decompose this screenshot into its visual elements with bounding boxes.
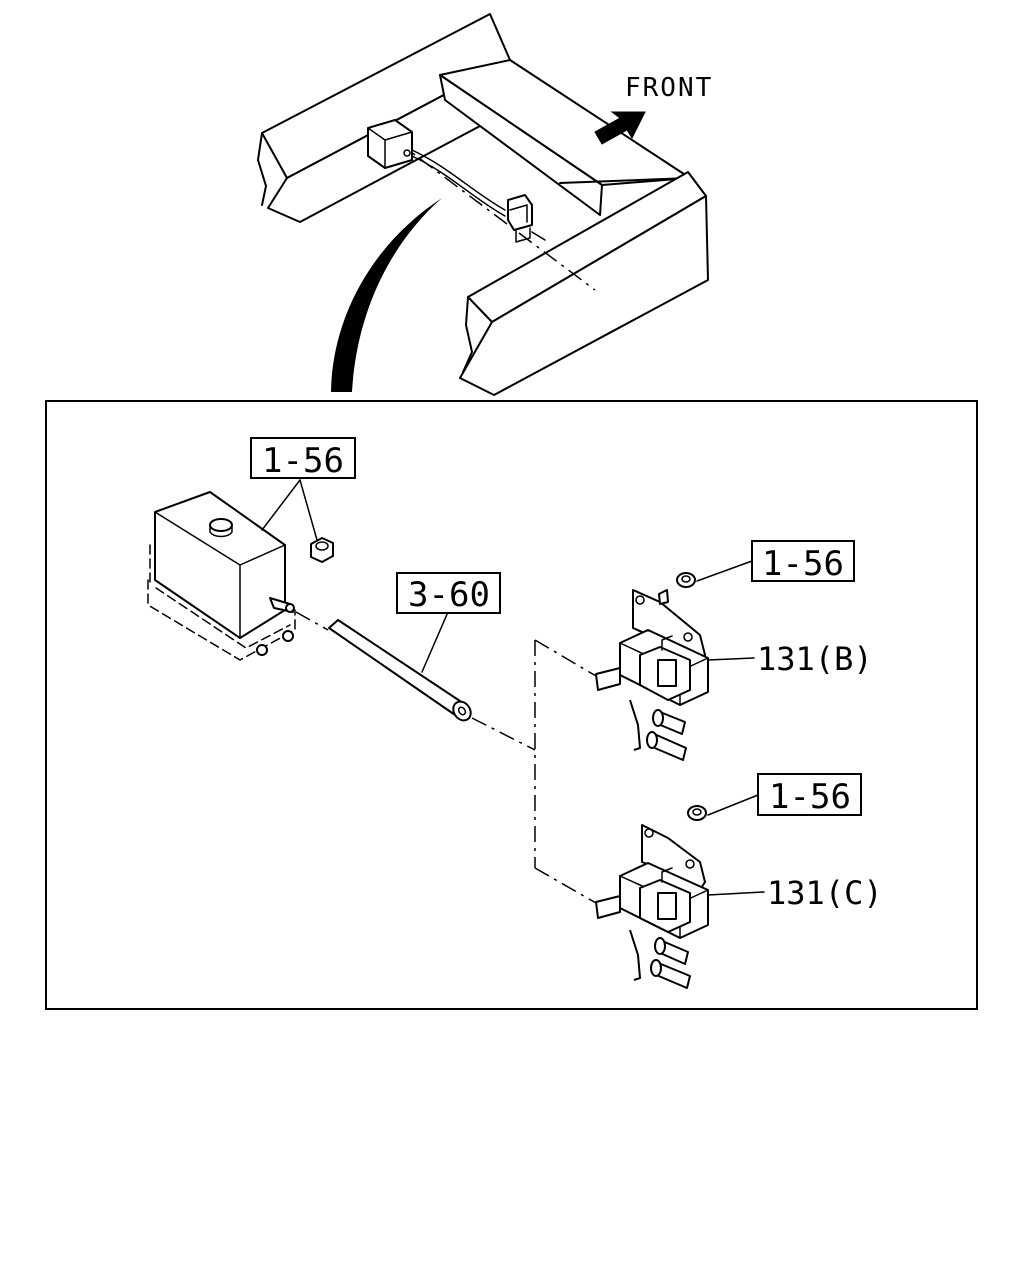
frame-tank <box>367 119 413 169</box>
valve-c <box>595 824 709 989</box>
right-frame-rail <box>459 171 709 396</box>
front-label: FRONT <box>625 73 713 103</box>
callout-hose: 3-60 <box>396 572 501 615</box>
detail-pointer <box>331 198 442 392</box>
nut-valve-b <box>676 572 696 588</box>
hose <box>295 611 536 751</box>
nut-tank <box>310 537 334 563</box>
callout-nut-tank: 1-56 <box>250 437 356 481</box>
callout-nut-valve-b-label: 1-56 <box>762 544 844 584</box>
tank <box>147 491 296 661</box>
callout-nut-tank-label: 1-56 <box>262 441 344 481</box>
frame-overview: FRONT <box>257 13 713 396</box>
arrow-icon <box>594 111 646 145</box>
callout-nut-valve-c: 1-56 <box>757 773 862 817</box>
callout-hose-label: 3-60 <box>408 575 490 615</box>
callout-valve-c-label: 131(C) <box>767 874 883 912</box>
callout-nut-valve-b: 1-56 <box>751 540 855 584</box>
callout-nut-valve-c-label: 1-56 <box>769 777 851 817</box>
frame-valves <box>507 194 546 243</box>
nut-valve-c <box>687 805 707 821</box>
valve-b <box>595 589 709 761</box>
detail-frame <box>45 400 978 1010</box>
callout-valve-b-label: 131(B) <box>757 640 873 678</box>
